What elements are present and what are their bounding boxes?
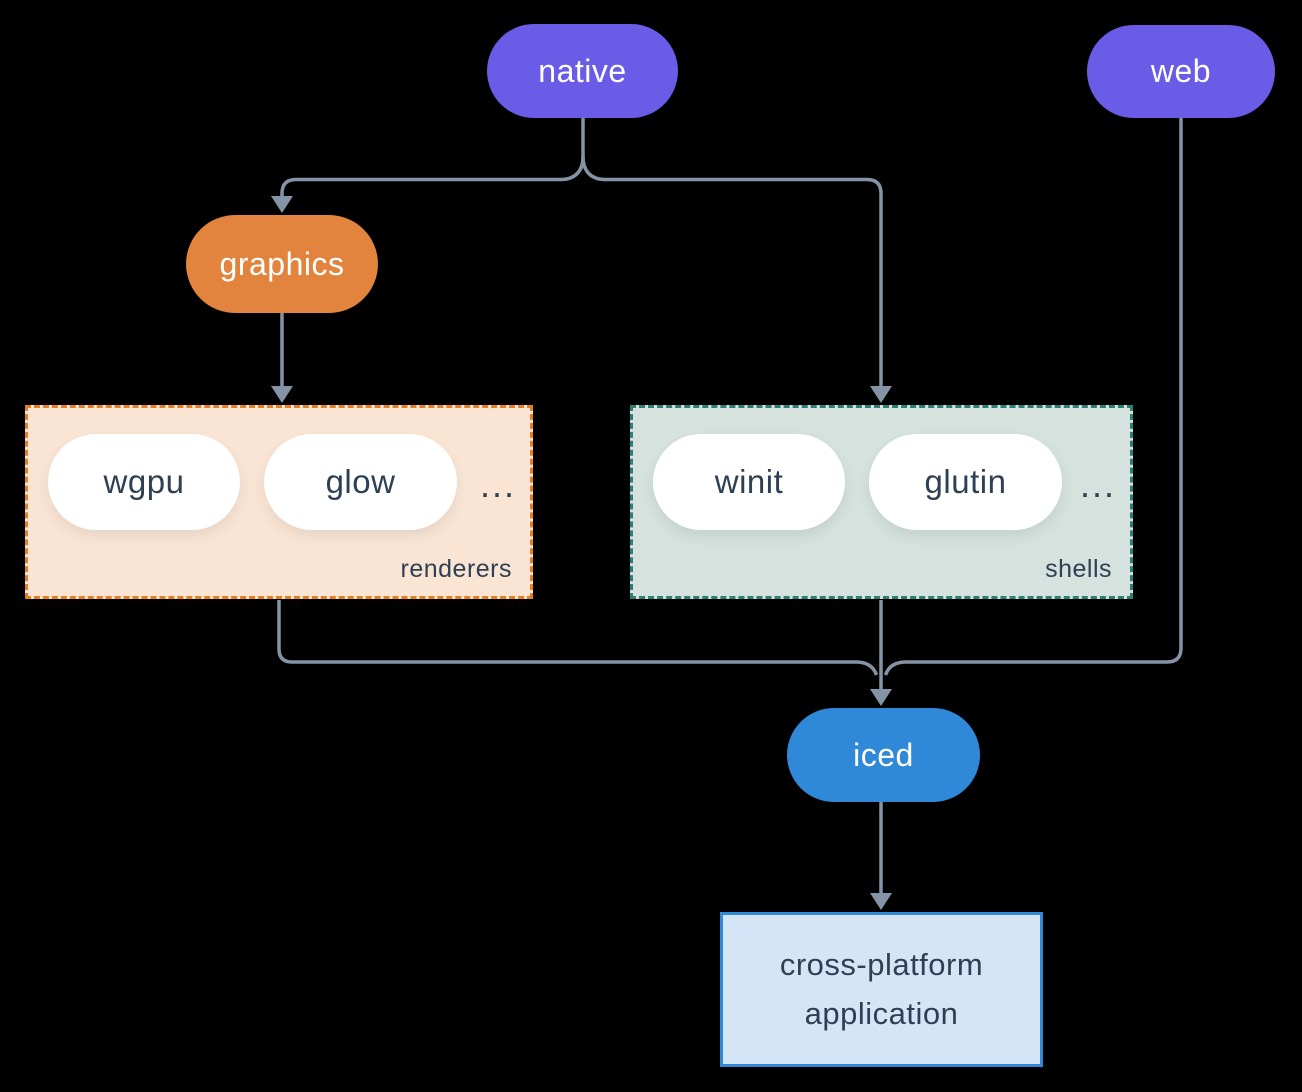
node-web-label: web [1150, 53, 1212, 89]
renderers-ellipsis: ... [479, 464, 516, 505]
group-shells-label: shells [1045, 555, 1112, 583]
node-glutin: glutin [869, 434, 1062, 530]
node-application-label: cross-platform application [779, 947, 984, 1031]
node-iced-label: iced [853, 736, 914, 773]
edge-native-graphics [280, 156, 585, 198]
node-wgpu: wgpu [48, 434, 240, 530]
node-wgpu-label: wgpu [103, 463, 185, 500]
arrowhead-into-renderers [271, 386, 293, 403]
node-web: web [1087, 25, 1275, 118]
node-graphics: graphics [186, 215, 378, 313]
node-glutin-label: glutin [924, 463, 1007, 500]
arrowhead-into-iced [870, 689, 892, 706]
arrowhead-into-application [870, 893, 892, 910]
node-glow: glow [264, 434, 457, 530]
node-iced: iced [787, 708, 980, 802]
edge-renderers-iced [277, 600, 879, 676]
group-renderers: wgpu glow ... renderers [25, 405, 533, 599]
node-winit-label: winit [714, 463, 784, 500]
edge-web-iced [883, 118, 1183, 676]
node-graphics-label: graphics [219, 245, 345, 282]
arrowhead-into-shells [870, 386, 892, 403]
group-shells: winit glutin ... shells [630, 405, 1133, 599]
group-renderers-label: renderers [400, 555, 512, 583]
arrowhead-into-graphics [271, 196, 293, 213]
node-application: cross-platform application [720, 912, 1043, 1067]
node-native: native [487, 24, 678, 118]
node-native-label: native [538, 52, 627, 89]
node-winit: winit [653, 434, 845, 530]
edge-native-shells [581, 156, 883, 388]
node-glow-label: glow [325, 463, 396, 500]
shells-ellipsis: ... [1079, 464, 1116, 505]
